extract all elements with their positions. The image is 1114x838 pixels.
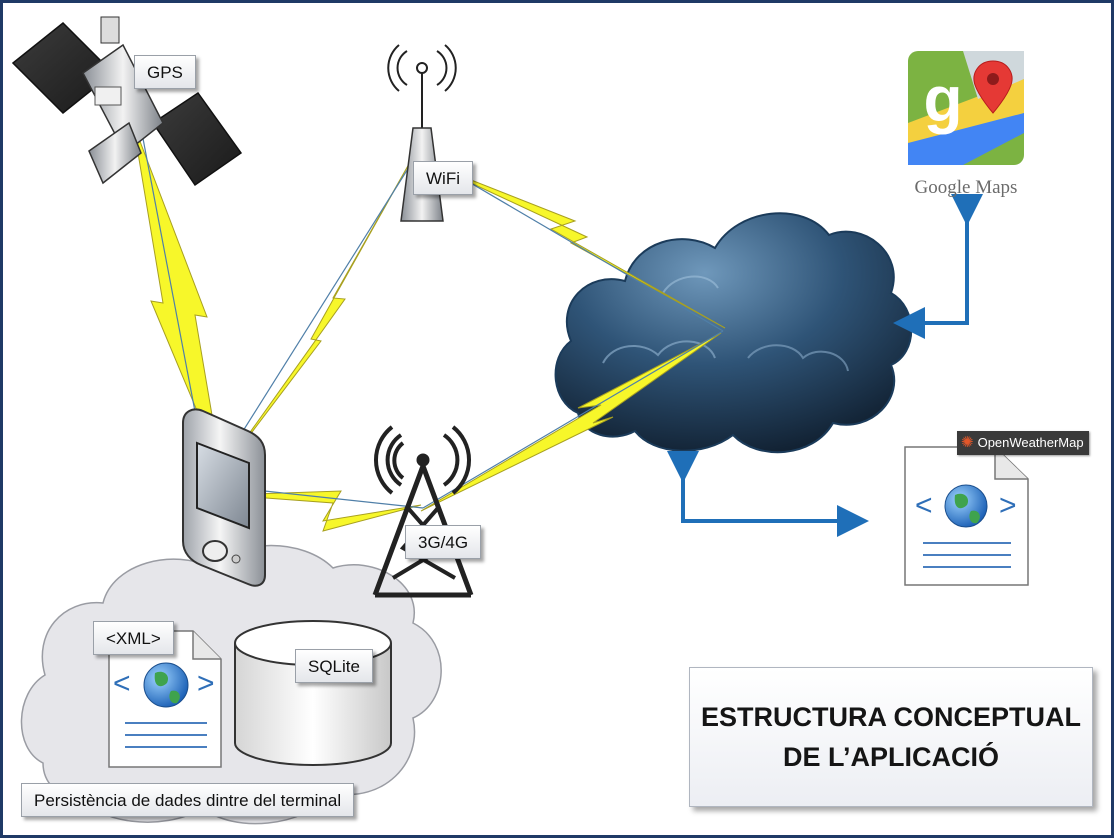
service-arrows [667,194,983,537]
openweathermap-badge: ✺OpenWeatherMap [957,431,1089,455]
svg-text:<: < [915,489,933,522]
openweathermap-document-icon: < > [904,446,1029,586]
svg-text:<: < [113,667,131,700]
svg-text:g: g [923,63,962,135]
sqlite-label: SQLite [295,649,373,683]
gps-label: GPS [134,55,196,89]
openweathermap-label: OpenWeatherMap [977,435,1084,450]
google-maps-logo: g [908,51,1024,165]
diagram-title-line-1: ESTRUCTURA CONCEPTUAL [701,702,1081,732]
persistence-label: Persistència de dades dintre del termina… [21,783,355,817]
svg-text:>: > [197,667,215,700]
diagram-title-line-2: DE L’APLICACIÓ [782,742,999,772]
sun-icon: ✺ [961,434,974,451]
diagram-artwork: g < > < > [11,16,1029,825]
google-maps-caption: Google Maps [914,177,1018,198]
mobile-network-label: 3G/4G [405,525,482,559]
gps-satellite-icon [11,16,243,187]
xml-label: <XML> [93,621,174,655]
internet-cloud [554,212,913,454]
smartphone-icon [182,408,266,587]
wifi-label: WiFi [413,161,473,195]
xml-document-icon: < > [108,630,222,768]
svg-text:>: > [999,489,1017,522]
database-cylinder-icon [234,620,392,766]
diagram-title-box: ESTRUCTURA CONCEPTUAL DE L’APLICACIÓ [689,667,1093,807]
